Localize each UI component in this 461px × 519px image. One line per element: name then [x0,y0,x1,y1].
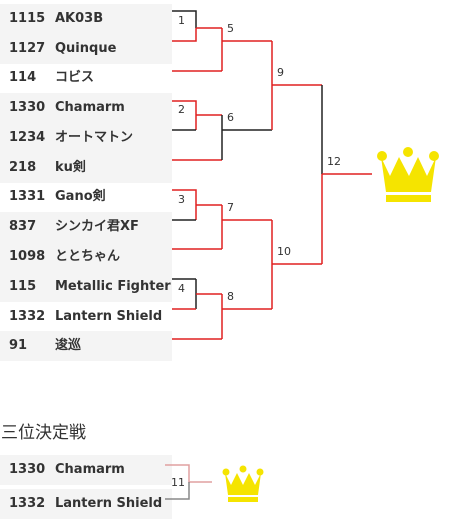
entry-row[interactable]: 91 逡巡 [0,331,172,361]
crown-icon [222,465,264,502]
match-label: 3 [178,193,185,206]
entry-row[interactable]: 1332 Lantern Shield [0,489,172,519]
entry-row[interactable]: 1234 オートマトン [0,123,172,153]
entry-id: 91 [9,338,28,353]
match-label: 7 [227,201,234,214]
entry-name: オートマトン [55,130,134,145]
entry-row[interactable]: 115 Metallic Fighter [0,272,172,302]
match-label: 8 [227,290,234,303]
match-label: 10 [277,245,291,258]
match-label: 5 [227,22,234,35]
entry-name: Chamarm [55,462,125,477]
entry-name: シンカイ君XF [55,219,139,234]
entry-id: 1331 [9,189,46,204]
crown-icon [377,147,439,202]
third-place-title: 三位決定戦 [1,423,86,443]
entry-id: 1330 [9,462,46,477]
match-label: 12 [327,155,341,168]
bracket-line [172,10,197,28]
entry-row[interactable]: 114 コビス [0,63,172,93]
match-label: 2 [178,103,185,116]
entry-name: 逡巡 [55,338,82,353]
entry-row[interactable]: 1115 AK03B [0,4,172,34]
entry-name: Chamarm [55,100,125,115]
entry-name: ku剣 [55,160,86,175]
entry-name: Metallic Fighter [55,279,171,294]
entry-id: 1330 [9,100,46,115]
entry-row[interactable]: 1098 ととちゃん [0,242,172,272]
entry-row[interactable]: 1127 Quinque [0,34,172,64]
entry-name: Quinque [55,41,117,56]
bracket-line [165,464,212,483]
entry-row[interactable]: 1330 Chamarm [0,93,172,123]
entry-id: 1127 [9,41,46,56]
bracket-line [172,28,197,42]
entry-name: Gano剣 [55,189,106,204]
entry-id: 1332 [9,496,46,511]
bracket-line [165,482,190,500]
bracket-line [172,100,197,130]
entry-id: 1098 [9,249,46,264]
bracket-line [172,189,197,220]
entry-name: Lantern Shield [55,309,163,324]
entry-row[interactable]: 1331 Gano剣 [0,182,172,212]
entry-id: 1234 [9,130,46,145]
match-label: 9 [277,66,284,79]
entry-row[interactable]: 1330 Chamarm [0,455,172,485]
entry-id: 1115 [9,11,46,26]
entry-name: AK03B [55,11,104,26]
match-label: 4 [178,282,185,295]
entry-row[interactable]: 837 シンカイ君XF [0,212,172,242]
entry-id: 837 [9,219,37,234]
entry-id: 115 [9,279,37,294]
entry-name: Lantern Shield [55,496,163,511]
match-label: 6 [227,111,234,124]
entry-row[interactable]: 1332 Lantern Shield [0,302,172,332]
match-label: 1 [178,14,185,27]
entry-id: 1332 [9,309,46,324]
match-label: 11 [171,476,185,489]
entry-id: 218 [9,160,37,175]
entry-name: ととちゃん [55,249,121,264]
entry-name: コビス [55,70,95,85]
entry-row[interactable]: 218 ku剣 [0,153,172,183]
entry-id: 114 [9,70,37,85]
